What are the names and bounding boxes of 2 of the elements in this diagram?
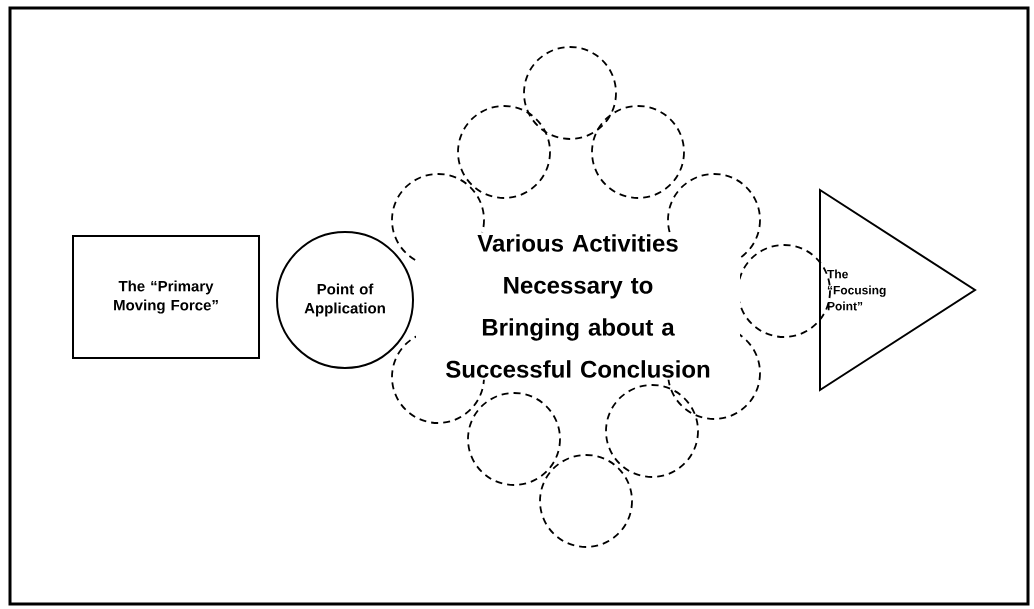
node-label: Various Activities Necessary to Bringing about a Successful Conclusion	[446, 234, 710, 378]
text-box: The “Primary Moving Force”	[72, 235, 260, 359]
